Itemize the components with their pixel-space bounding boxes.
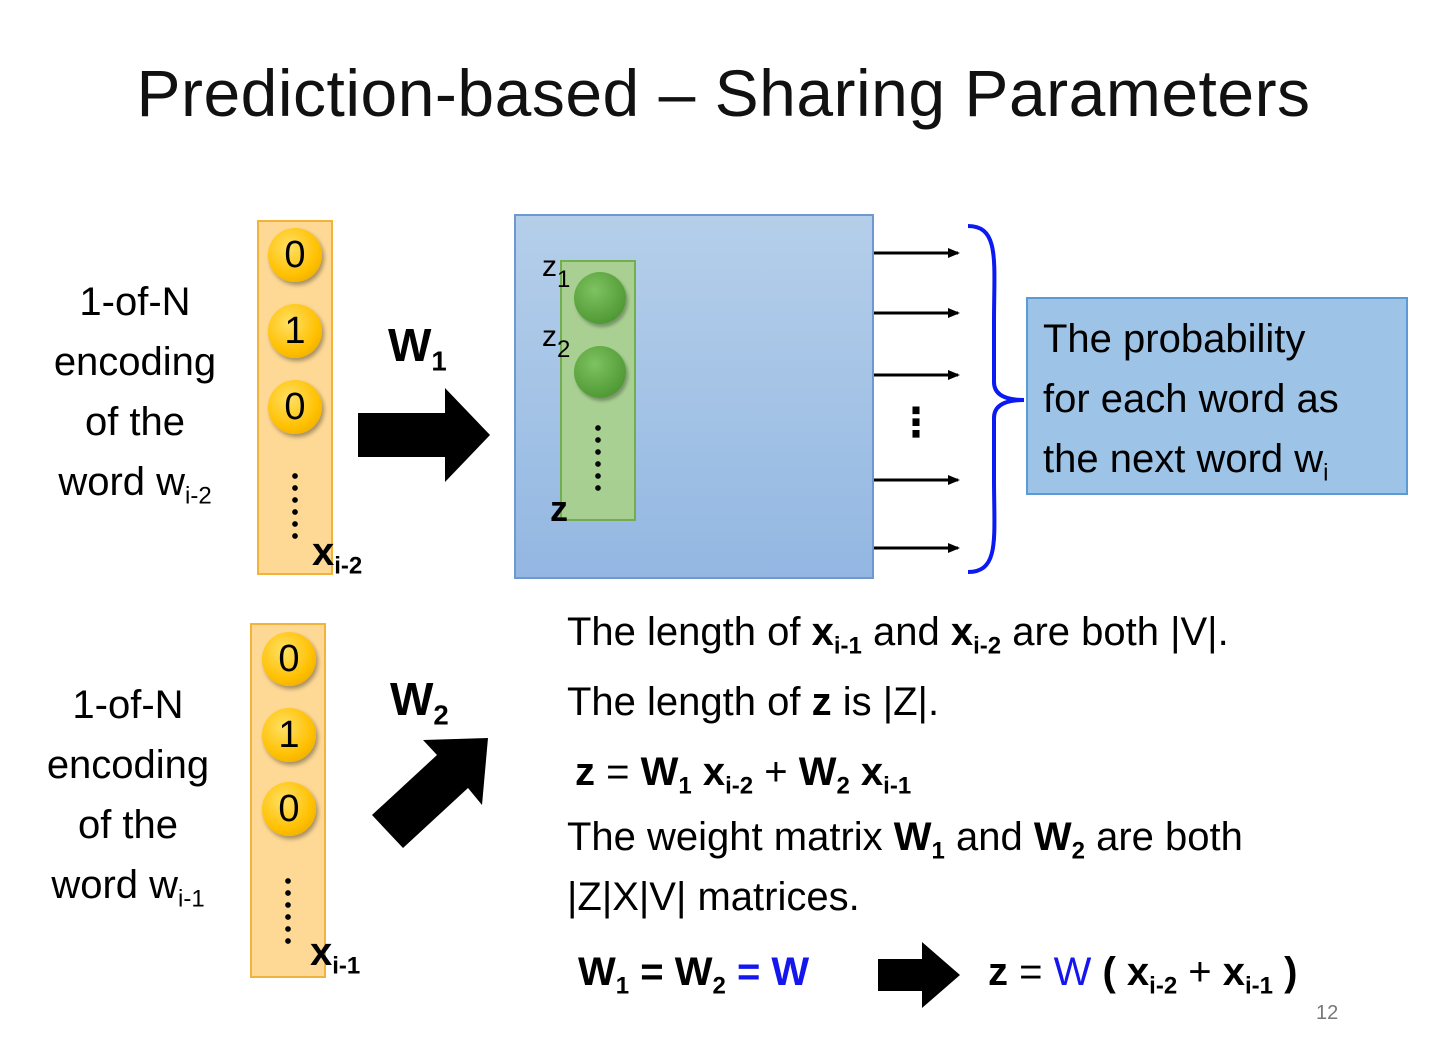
prob-line-3: the next word wi — [1043, 437, 1329, 487]
weight-w2-label: W2 — [390, 673, 449, 731]
prob-line-2: for each word as — [1043, 377, 1339, 421]
bottom-label-line-3: of the — [77, 803, 179, 847]
final-equality-left: W1 = W2 = W — [578, 950, 810, 1000]
z1-label: z1 — [542, 250, 571, 293]
diagonal-arrow-icon — [372, 738, 488, 848]
prob-line-1: The probability — [1043, 317, 1306, 361]
top-vector-name: xi-2 — [312, 530, 363, 580]
top-label-line-1: 1-of-N — [79, 280, 191, 324]
slide-title: Prediction-based – Sharing Parameters — [136, 56, 1311, 130]
top-label-line-2: encoding — [53, 340, 217, 384]
output-ellipsis: ⋮ — [896, 401, 936, 445]
z-vector-name: z — [550, 488, 568, 529]
note-line-5: |Z|X|V| matrices. — [567, 875, 860, 919]
page-number: 12 — [1316, 1002, 1339, 1024]
top-one-hot-vector: 0 1 0 — [257, 220, 333, 575]
output-arrows — [874, 248, 960, 553]
bottom-vector-ellipsis — [285, 875, 291, 947]
top-vector-cell-2: 0 — [268, 380, 322, 434]
bottom-vector-cell-0: 0 — [262, 632, 316, 686]
hidden-ellipsis — [595, 422, 601, 496]
probability-box: The probability for each word as the nex… — [1026, 297, 1408, 495]
bottom-vector-cell-1: 1 — [262, 708, 316, 762]
top-encoding-label: 1-of-N encoding of the word wi-2 — [35, 272, 235, 512]
bottom-label-line-2: encoding — [46, 743, 210, 787]
bottom-label-line-4: word wi-1 — [51, 863, 205, 913]
bottom-vector-name: xi-1 — [310, 930, 361, 980]
weight-w1-label: W1 — [388, 319, 447, 377]
neuron-z1 — [574, 272, 626, 324]
top-label-line-3: of the — [84, 400, 186, 444]
top-vector-cell-1: 1 — [268, 304, 322, 358]
note-line-4: The weight matrix W1 and W2 are both — [567, 815, 1243, 865]
z2-label: z2 — [542, 320, 571, 363]
note-line-1: The length of xi-1 and xi-2 are both |V|… — [567, 610, 1229, 660]
note-line-2: The length of z is |Z|. — [567, 680, 940, 724]
note-line-3-equation: z = W1 xi-2 + W2 xi-1 — [575, 750, 912, 800]
top-right-arrow-icon — [358, 388, 490, 482]
final-right-arrow-icon — [878, 942, 960, 1008]
neuron-z2 — [574, 346, 626, 398]
top-vector-cell-0: 0 — [268, 228, 322, 282]
bottom-vector-cell-2: 0 — [262, 782, 316, 836]
bottom-label-line-1: 1-of-N — [72, 683, 184, 727]
top-label-line-4: word wi-2 — [58, 460, 212, 510]
hidden-layer-z — [560, 260, 636, 521]
final-equation-right: z = W ( xi-2 + xi-1 ) — [988, 950, 1298, 1000]
curly-brace-icon — [967, 224, 1025, 574]
bottom-encoding-label: 1-of-N encoding of the word wi-1 — [28, 675, 228, 915]
bottom-one-hot-vector: 0 1 0 — [250, 623, 326, 978]
top-vector-ellipsis — [292, 470, 298, 542]
